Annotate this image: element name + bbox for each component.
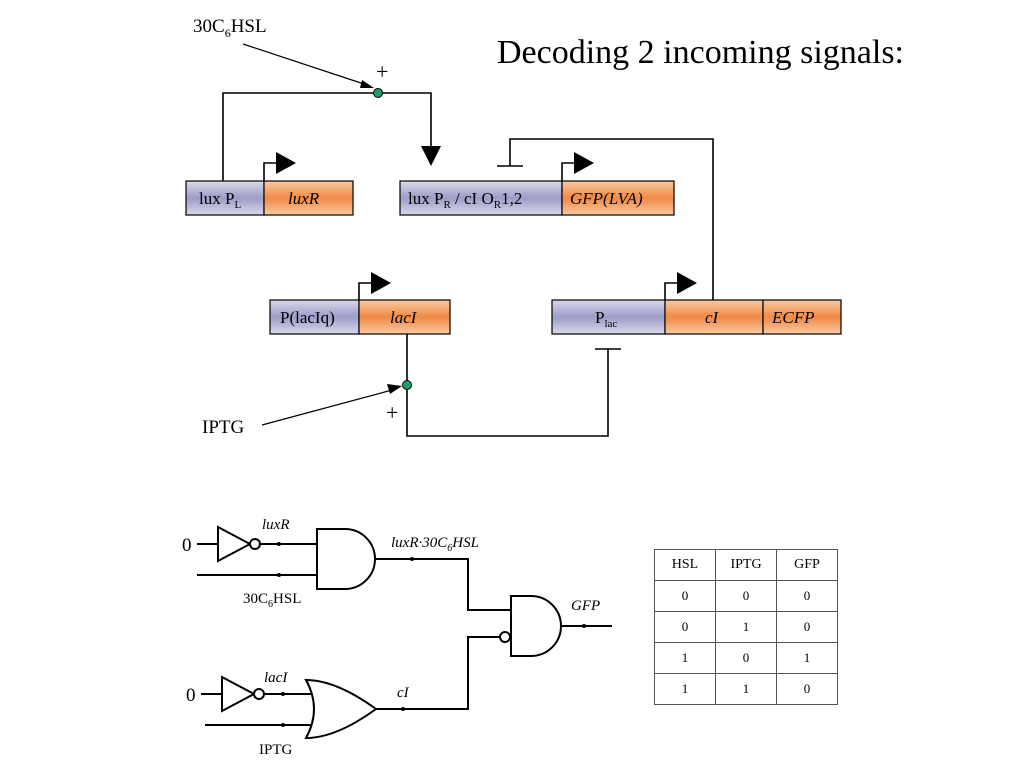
label-luxR: luxR	[262, 517, 290, 533]
not-bubble-top	[249, 538, 261, 550]
construct3-gene	[358, 299, 451, 335]
junction-dot-top	[373, 88, 383, 98]
construct3-promoter-arrow	[358, 282, 371, 300]
table-cell: 0	[776, 673, 838, 705]
plus-sign-top: +	[376, 59, 388, 84]
construct2-arrow-head	[574, 152, 594, 174]
construct3-promoter-label: P(lacIq)	[280, 308, 335, 327]
construct4-arrow-head	[677, 272, 697, 294]
wire-dot	[277, 573, 281, 577]
and-gate-final	[510, 595, 562, 657]
or-gate	[304, 678, 378, 740]
logic-input-top: 0	[182, 535, 192, 556]
construct4-promoter-arrow	[664, 282, 677, 300]
construct4-promoter-label: Plac	[595, 308, 617, 330]
table-cell: 0	[654, 611, 716, 643]
iptg-arrow-head	[387, 384, 402, 394]
not-bubble-bottom	[253, 688, 265, 700]
table-cell: 1	[715, 673, 777, 705]
construct3-arrow-head	[371, 272, 391, 294]
activation-arrow-head	[421, 146, 441, 166]
construct1-gene-label: luxR	[288, 189, 320, 208]
wire-and-out	[375, 558, 511, 611]
label-gfp: GFP	[571, 598, 600, 614]
truth-table-header: HSL IPTG GFP	[654, 549, 838, 581]
inducer-iptg-label: IPTG	[202, 417, 245, 438]
table-cell: 0	[715, 642, 777, 674]
wire-dot	[281, 723, 285, 727]
table-cell: 0	[654, 580, 716, 612]
construct3-promoter	[269, 299, 360, 335]
truth-table: HSL IPTG GFP 0 0 0 0 1 0 1 0 1 1 1 0	[654, 549, 838, 705]
construct4-gene-ECFP-label: ECFP	[771, 308, 815, 327]
construct3-gene-label: lacI	[390, 308, 418, 327]
construct2-promoter	[399, 180, 563, 216]
construct1-promoter-label: lux PL	[199, 189, 241, 211]
table-cell: 0	[776, 580, 838, 612]
slide-title: Decoding 2 incoming signals:	[497, 34, 905, 71]
construct2-gene	[561, 180, 675, 216]
wire-dot	[281, 692, 285, 696]
not-gate-bottom	[221, 675, 257, 713]
table-cell: 1	[654, 642, 716, 674]
logic-input-bottom: 0	[186, 685, 196, 706]
not-bubble-and-input	[499, 631, 511, 643]
construct1-gene	[263, 180, 354, 216]
plus-sign-bottom: +	[386, 400, 398, 425]
table-cell: 1	[654, 673, 716, 705]
header-hsl: HSL	[654, 549, 716, 581]
construct4-gene-ECFP	[762, 299, 842, 335]
table-row: 0 0 0	[654, 580, 838, 612]
header-iptg: IPTG	[715, 549, 777, 581]
construct1-arrow-head	[276, 152, 296, 174]
table-cell: 0	[715, 580, 777, 612]
header-gfp: GFP	[776, 549, 838, 581]
wire-cI	[376, 636, 500, 710]
not-gate-top	[217, 525, 253, 563]
label-and-out: luxR·30C6HSL	[391, 535, 479, 554]
luxR-wire	[222, 92, 432, 181]
table-cell: 1	[715, 611, 777, 643]
table-cell: 1	[776, 642, 838, 674]
cI-repression-wire	[509, 138, 714, 300]
hsl-arrow	[242, 43, 371, 87]
inducer-hsl-label: 30C6HSL	[193, 16, 267, 40]
table-row: 1 1 0	[654, 673, 838, 705]
label-cI: cI	[397, 685, 410, 701]
table-row: 1 0 1	[654, 642, 838, 674]
label-iptg-logic: IPTG	[259, 742, 293, 758]
table-row: 0 1 0	[654, 611, 838, 643]
label-hsl: 30C6HSL	[243, 591, 301, 610]
label-lacI: lacI	[264, 670, 288, 686]
table-cell: 0	[776, 611, 838, 643]
junction-dot-bottom	[402, 380, 412, 390]
construct2-promoter-arrow	[561, 162, 574, 181]
construct2-gene-label: GFP(LVA)	[570, 189, 643, 208]
iptg-arrow	[261, 389, 393, 426]
wire-dot	[410, 557, 414, 561]
and-gate-top	[316, 528, 376, 590]
hsl-arrow-head	[360, 80, 374, 88]
wire-dot	[582, 624, 586, 628]
construct4-gene-cI-label: cI	[705, 308, 720, 327]
lacI-repression-wire	[406, 334, 609, 437]
wire-dot	[277, 542, 281, 546]
construct1-promoter-arrow	[263, 162, 276, 181]
wire-dot	[401, 707, 405, 711]
construct2-promoter-label: lux PR / cI OR1,2	[408, 189, 522, 211]
construct1-promoter	[185, 180, 265, 216]
